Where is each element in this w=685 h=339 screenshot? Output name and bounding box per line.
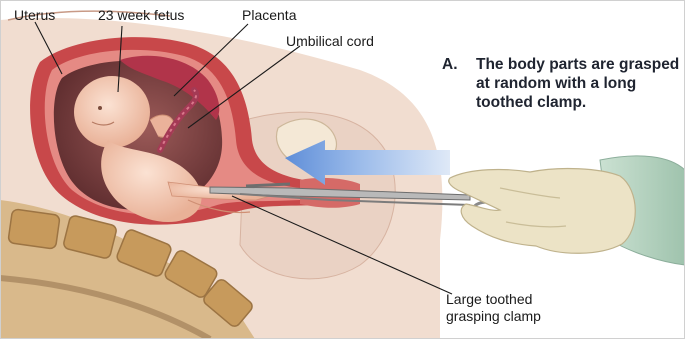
- gloved-hand: [449, 169, 636, 254]
- label-uterus: Uterus: [14, 8, 55, 23]
- caption-letter: A.: [442, 55, 458, 74]
- label-placenta: Placenta: [242, 8, 296, 23]
- caption-text: The body parts are grasped at random wit…: [476, 55, 685, 112]
- label-fetus: 23 week fetus: [98, 8, 184, 23]
- label-clamp-line2: grasping clamp: [446, 309, 541, 324]
- label-clamp-line1: Large toothed: [446, 292, 532, 307]
- label-umbilical-cord: Umbilical cord: [286, 34, 374, 49]
